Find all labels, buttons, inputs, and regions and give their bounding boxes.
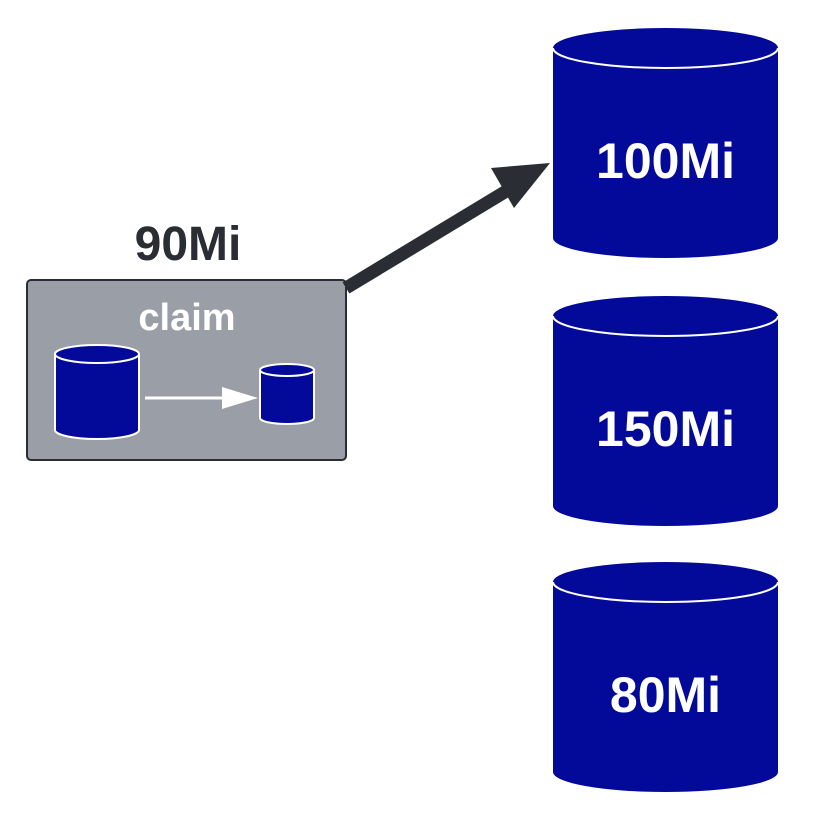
volume-cylinder-top — [553, 296, 778, 336]
volume-cylinder-top — [553, 28, 778, 68]
volume-size-label: 150Mi — [596, 401, 735, 457]
volume-cylinder-body — [553, 316, 778, 526]
volume-cylinder-top — [553, 562, 778, 602]
claim-target-volume-icon — [259, 363, 315, 425]
claim-request-label: 90Mi — [135, 218, 242, 271]
claim-box[interactable]: claim — [26, 279, 347, 461]
volume-size-label: 100Mi — [596, 133, 735, 189]
volume-150mi[interactable]: 150Mi — [552, 296, 779, 526]
volume-list: 100Mi 150Mi 80Mi — [552, 28, 779, 793]
volume-size-label: 80Mi — [610, 667, 721, 723]
claim-inner-arrow-icon — [145, 387, 258, 409]
volume-cylinder-body — [553, 582, 778, 793]
volume-cylinder-rim — [552, 47, 779, 69]
claim-source-volume-icon — [54, 344, 140, 440]
binding-arrow-icon — [342, 163, 550, 294]
volume-cylinder-body — [553, 48, 778, 258]
volume-80mi[interactable]: 80Mi — [552, 562, 779, 793]
volume-cylinder-rim — [552, 315, 779, 337]
volume-100mi[interactable]: 100Mi — [552, 28, 779, 258]
claim-box-label: claim — [138, 297, 235, 339]
volume-cylinder-rim — [552, 581, 779, 603]
